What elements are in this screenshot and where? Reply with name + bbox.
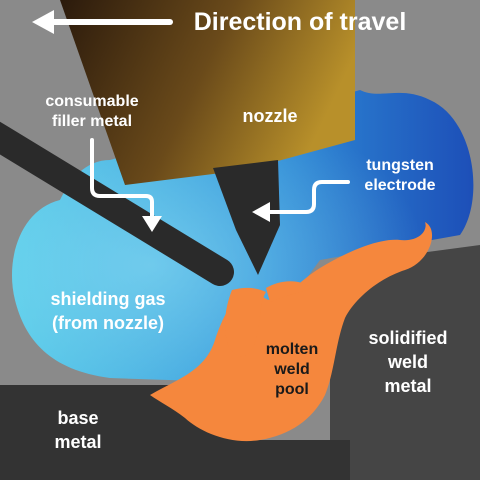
molten-weld-pool-label-line1: molten [266,341,318,358]
base-metal-label-line1: base [57,408,98,428]
base-metal-label-line2: metal [54,432,101,452]
molten-weld-pool-label-line2: weld [273,361,310,378]
shielding-gas-label-line1: shielding gas [50,289,165,309]
molten-weld-pool [150,222,433,442]
solidified-weld-metal-label-line3: metal [384,376,431,396]
filler-metal-rod [0,121,234,286]
solidified-weld-metal-label-line2: weld [387,352,428,372]
base-metal-bottom [150,440,350,480]
filler-metal-label-line1: consumable [45,93,138,110]
shielding-gas-label-line2: (from nozzle) [52,313,164,333]
molten-weld-pool-label-line3: pool [275,381,309,398]
solidified-weld-metal-label-line1: solidified [368,328,447,348]
direction-of-travel-label: Direction of travel [194,8,407,36]
tungsten-pointer-arrow [252,180,350,222]
nozzle [60,0,355,185]
tungsten-electrode-label-line2: electrode [364,177,435,194]
solidified-weld-metal [330,245,480,480]
arc-plume [225,287,266,357]
filler-metal-label-line2: filler metal [52,113,132,130]
arc-plume-flare [266,281,312,302]
direction-arrow [32,10,173,34]
filler-pointer-arrow [90,138,162,232]
tungsten-electrode [213,160,280,275]
nozzle-label: nozzle [242,106,297,126]
tungsten-electrode-label-line1: tungsten [366,157,434,174]
